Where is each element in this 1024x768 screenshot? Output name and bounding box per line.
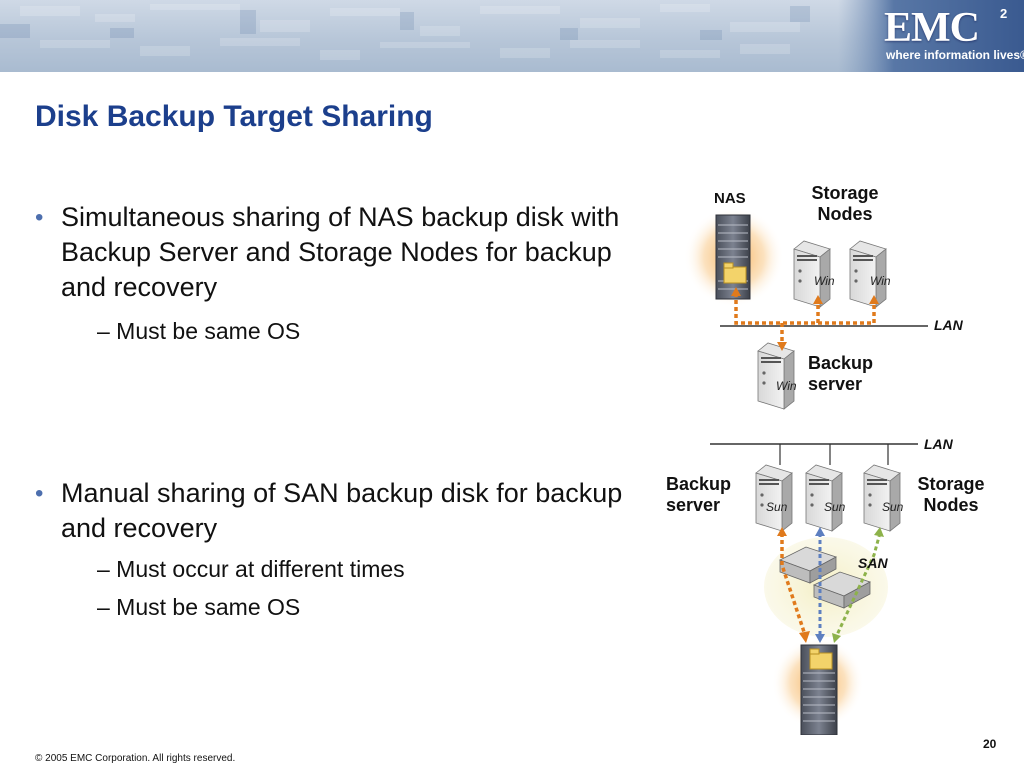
logo-superscript: 2: [1000, 6, 1008, 21]
nas-label: NAS: [714, 190, 746, 207]
logo-wordmark: EMC: [884, 5, 980, 51]
lan-label-bottom: LAN: [924, 436, 953, 452]
storage-nodes-label-bottom: Storage Nodes: [917, 474, 985, 515]
backup-server-label-top: Backup server: [808, 353, 874, 394]
san-label: SAN: [858, 555, 888, 571]
copyright-footer: © 2005 EMC Corporation. All rights reser…: [35, 753, 236, 764]
bullet-text: Simultaneous sharing of NAS backup disk …: [61, 202, 620, 302]
logo-tagline: where information lives®: [886, 48, 1024, 62]
backup-server-icon: [755, 464, 793, 532]
os-label-win: Win: [870, 274, 891, 288]
storage-nodes-label-top: Storage Nodes: [811, 183, 879, 224]
os-label-sun: Sun: [882, 500, 904, 514]
san-switch-icon: [778, 546, 838, 584]
storage-node-server-icon: [863, 464, 901, 532]
os-label-sun: Sun: [824, 500, 846, 514]
orange-path-top: [734, 293, 876, 345]
bullet-dot-icon: •: [35, 204, 44, 231]
header-texture: [0, 4, 810, 60]
backup-server-icon: [757, 342, 795, 410]
green-path: [834, 532, 882, 638]
network-diagram: NAS Storage Nodes Win Win LAN Win Backup…: [660, 175, 1024, 735]
os-label-sun: Sun: [766, 500, 788, 514]
bullet-text: Manual sharing of SAN backup disk for ba…: [61, 478, 623, 543]
os-label-win: Win: [814, 274, 835, 288]
nas-rack-icon: [715, 214, 751, 300]
sub-bullet: – Must be same OS: [97, 318, 301, 344]
logo-background: [838, 0, 1024, 72]
storage-node-server-icon: [805, 464, 843, 532]
orange-path-bottom: [780, 533, 807, 636]
header-band: EMC 2 where information lives®: [0, 0, 1024, 72]
bullet-item-1: • Simultaneous sharing of NAS backup dis…: [35, 200, 635, 305]
bullet-dot-icon: •: [35, 480, 44, 507]
backup-server-label-bottom: Backup server: [666, 474, 732, 515]
bullet-item-2: • Manual sharing of SAN backup disk for …: [35, 476, 635, 546]
emc-logo: EMC 2 where information lives®: [838, 0, 1024, 72]
slide-title: Disk Backup Target Sharing: [35, 100, 433, 133]
os-label-win: Win: [776, 379, 797, 393]
lan-label-top: LAN: [934, 317, 963, 333]
page-number: 20: [983, 737, 997, 751]
san-disk-rack-icon: [800, 644, 838, 735]
diagram-graphics: [684, 207, 928, 735]
sub-bullet: – Must be same OS: [97, 594, 301, 620]
sub-bullet: – Must occur at different times: [97, 556, 405, 582]
